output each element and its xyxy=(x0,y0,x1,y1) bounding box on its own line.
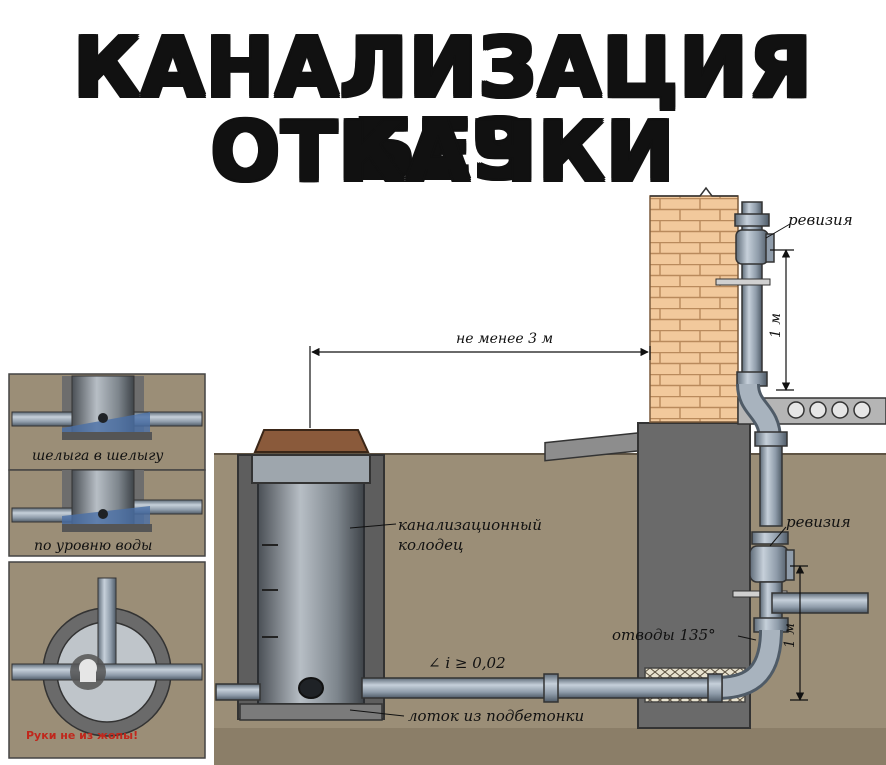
revision-bottom xyxy=(749,545,789,583)
inset-water-level: по уровню воды xyxy=(8,469,206,557)
label-revision-bottom: ревизия xyxy=(786,513,851,531)
label-tray: лоток из подбетонки xyxy=(408,707,584,725)
label-revision-top: ревизия xyxy=(788,211,853,229)
label-distance: не менее 3 м xyxy=(456,331,553,347)
inset-top-view: Руки не из жопы! xyxy=(8,561,206,759)
title-line-1: КАНАЛИЗАЦИЯ БЕЗ xyxy=(73,21,813,198)
title-line-2: ОТКАЧКИ xyxy=(210,105,676,200)
label-water-level: по уровню воды xyxy=(34,538,152,554)
brick-wall xyxy=(649,195,739,423)
well-lid xyxy=(253,429,370,453)
label-slope: ∠ i ≥ 0,02 xyxy=(428,654,506,672)
label-well-line-2: колодец xyxy=(398,536,463,554)
inset-crown-to-crown: шелыга в шелыгу xyxy=(8,373,206,471)
well-tray xyxy=(239,703,383,721)
side-inlet-pipe xyxy=(771,592,869,614)
label-crown-to-crown: шелыга в шелыгу xyxy=(32,448,164,464)
watermark: Руки не из жопы! xyxy=(26,729,138,742)
riser-pipe xyxy=(741,201,763,383)
outlet-pipe xyxy=(361,677,723,699)
revision-top xyxy=(735,229,769,265)
label-bends: отводы 135° xyxy=(612,626,716,644)
label-well-line-1: канализационный xyxy=(398,516,542,534)
label-height-bottom: 1 м xyxy=(782,623,798,648)
label-height-top: 1 м xyxy=(768,313,784,338)
outlet-hole xyxy=(298,677,324,699)
